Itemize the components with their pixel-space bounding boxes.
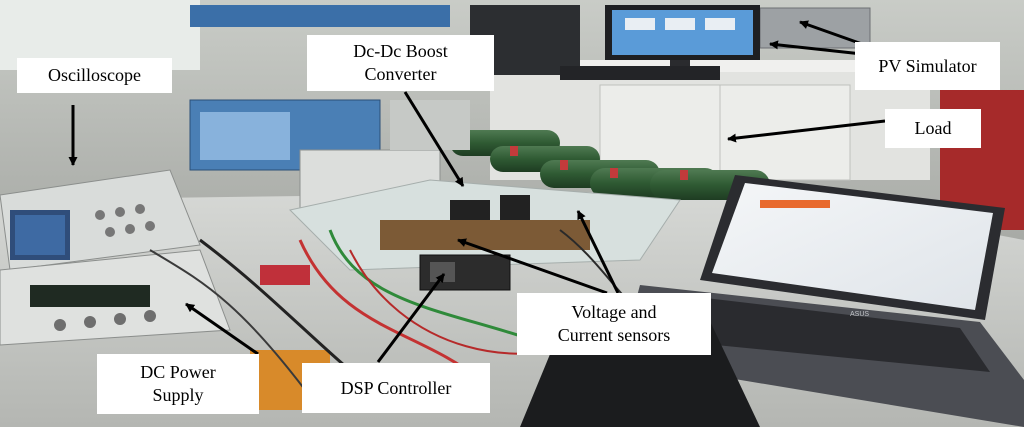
laptop-brand-text: ASUS [850, 311, 869, 318]
load-resistor-bank [450, 130, 770, 200]
laptop: ASUS [620, 175, 1024, 427]
pv-simulator-unit [759, 7, 871, 49]
keyboard [560, 66, 720, 80]
label-oscilloscope: Oscilloscope [17, 58, 172, 93]
oscilloscope-device [0, 169, 201, 271]
dc-power-supply-device [0, 249, 231, 346]
converter-board [380, 220, 590, 250]
label-dsp-controller: DSP Controller [302, 363, 490, 413]
label-pv-simulator: PV Simulator [855, 42, 1000, 90]
label-load: Load [885, 109, 981, 148]
label-dc-power-supply: DC Power Supply [97, 354, 259, 414]
label-boost-converter: Dc-Dc Boost Converter [307, 35, 494, 91]
blue-instrument [190, 5, 450, 27]
red-meter [260, 265, 310, 285]
label-voltage-current-sensors: Voltage and Current sensors [517, 293, 711, 355]
